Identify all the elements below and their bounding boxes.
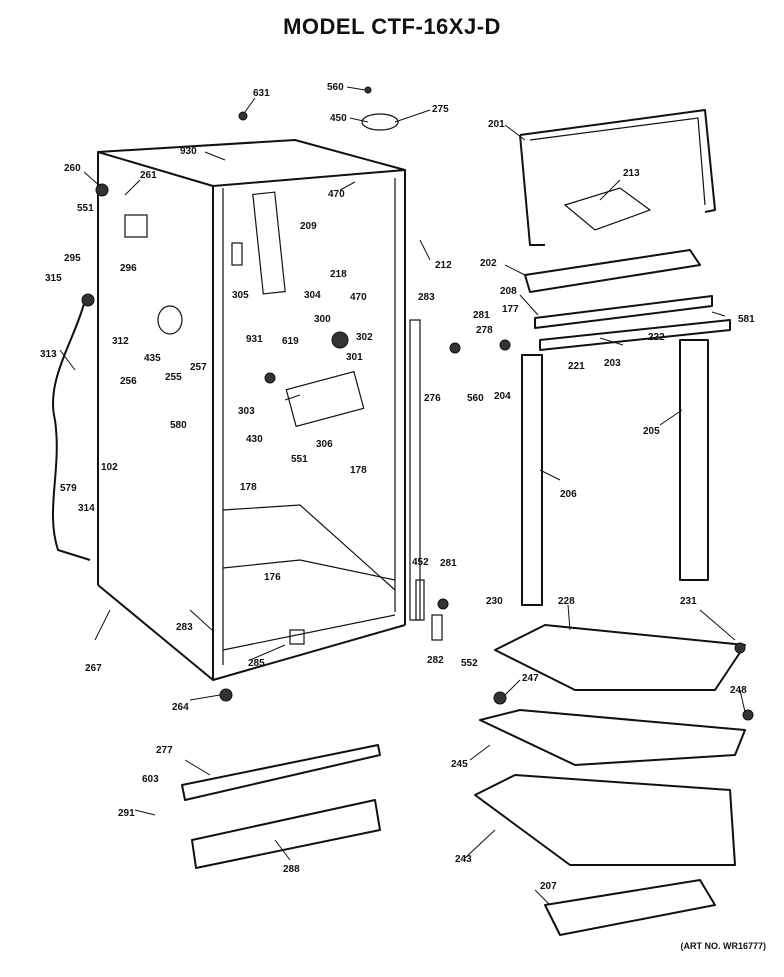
part-label: 296 (120, 263, 137, 274)
part-label: 201 (488, 119, 505, 130)
part-label: 930 (180, 146, 197, 157)
freezer-door-drawing (519, 109, 716, 293)
part-label: 203 (604, 358, 621, 369)
small-parts-drawing (81, 86, 754, 721)
part-label: 285 (248, 658, 265, 669)
part-label: 261 (140, 170, 157, 181)
part-label: 581 (738, 314, 755, 325)
art-number: (ART NO. WR16777) (680, 941, 766, 951)
part-label: 552 (461, 658, 478, 669)
part-label: 306 (316, 439, 333, 450)
part-label: 231 (680, 596, 697, 607)
part-label: 228 (558, 596, 575, 607)
part-label: 450 (330, 113, 347, 124)
part-label: 579 (60, 483, 77, 494)
part-label: 222 (648, 332, 665, 343)
part-label: 551 (291, 454, 308, 465)
part-label: 247 (522, 673, 539, 684)
part-label: 470 (328, 189, 345, 200)
part-label: 301 (346, 352, 363, 363)
part-label: 312 (112, 336, 129, 347)
part-label: 282 (427, 655, 444, 666)
part-label: 303 (238, 406, 255, 417)
part-label: 430 (246, 434, 263, 445)
part-label: 255 (165, 372, 182, 383)
part-label: 243 (455, 854, 472, 865)
part-label: 277 (156, 745, 173, 756)
part-label: 305 (232, 290, 249, 301)
tubing-drawing (52, 299, 91, 561)
part-label: 281 (473, 310, 490, 321)
part-label: 315 (45, 273, 62, 284)
part-label: 260 (64, 163, 81, 174)
part-number-labels: 631 560 450 275 201 930 470 260 261 551 … (40, 82, 755, 892)
leader-lines (59, 86, 746, 906)
part-label: 267 (85, 663, 102, 674)
part-label: 314 (78, 503, 95, 514)
part-label: 178 (350, 465, 367, 476)
diagram-title: MODEL CTF-16XJ-D (283, 14, 501, 39)
part-label: 257 (190, 362, 207, 373)
part-label: 218 (330, 269, 347, 280)
part-label: 300 (314, 314, 331, 325)
part-label: 470 (350, 292, 367, 303)
part-label: 209 (300, 221, 317, 232)
part-label: 931 (246, 334, 263, 345)
part-label: 281 (440, 558, 457, 569)
part-label: 178 (240, 482, 257, 493)
part-label: 313 (40, 349, 57, 360)
part-label: 248 (730, 685, 747, 696)
kickplate-drawing (181, 744, 381, 869)
part-label: 278 (476, 325, 493, 336)
part-label: 435 (144, 353, 161, 364)
part-label: 560 (467, 393, 484, 404)
part-label: 221 (568, 361, 585, 372)
part-label: 631 (253, 88, 270, 99)
part-label: 213 (623, 168, 640, 179)
part-label: 204 (494, 391, 511, 402)
part-label: 206 (560, 489, 577, 500)
part-label: 291 (118, 808, 135, 819)
part-label: 283 (176, 622, 193, 633)
part-label: 275 (432, 104, 449, 115)
part-label: 551 (77, 203, 94, 214)
part-label: 264 (172, 702, 189, 713)
part-label: 603 (142, 774, 159, 785)
part-label: 452 (412, 557, 429, 568)
part-label: 304 (304, 290, 321, 301)
part-label: 212 (435, 260, 452, 271)
part-label: 230 (486, 596, 503, 607)
part-label: 245 (451, 759, 468, 770)
part-label: 202 (480, 258, 497, 269)
part-label: 205 (643, 426, 660, 437)
part-label: 560 (327, 82, 344, 93)
part-label: 295 (64, 253, 81, 264)
part-label: 256 (120, 376, 137, 387)
part-label: 283 (418, 292, 435, 303)
part-label: 619 (282, 336, 299, 347)
cabinet-drawing (97, 139, 421, 681)
part-label: 177 (502, 304, 519, 315)
part-label: 580 (170, 420, 187, 431)
part-label: 102 (101, 462, 118, 473)
part-label: 208 (500, 286, 517, 297)
part-label: 176 (264, 572, 281, 583)
fresh-food-door-drawing (474, 295, 746, 936)
part-label: 288 (283, 864, 300, 875)
part-label: 302 (356, 332, 373, 343)
part-label: 207 (540, 881, 557, 892)
part-label: 276 (424, 393, 441, 404)
